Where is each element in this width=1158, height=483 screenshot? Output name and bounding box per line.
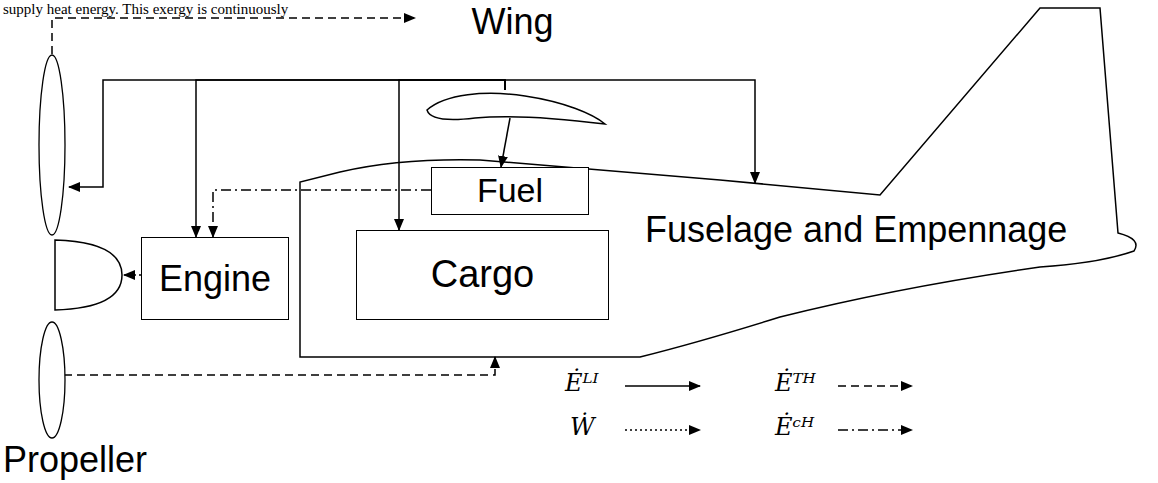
legend-dashdot-line bbox=[838, 429, 912, 431]
node-label: Fuselage and Empennage bbox=[645, 210, 1067, 250]
legend-symbol: Ėᵀᴴ bbox=[775, 370, 816, 396]
fuel-box: Fuel bbox=[431, 167, 589, 215]
legend-dotted-line bbox=[625, 429, 700, 431]
flow-arrow bbox=[52, 18, 415, 54]
legend-dashed-line bbox=[838, 385, 912, 387]
legend-symbol: Ẇ bbox=[570, 414, 595, 440]
node-label: Fuel bbox=[432, 172, 588, 209]
text-fragment: supply heat energy. This exergy is conti… bbox=[3, 1, 288, 18]
propeller-drawing: Propeller bbox=[0, 50, 130, 483]
legend-solid-line bbox=[625, 385, 700, 387]
fuselage-outline: Fuselage and EmpennageCargo bbox=[300, 5, 1140, 365]
node-label: Engine bbox=[142, 259, 288, 299]
cargo-box: Cargo bbox=[356, 230, 609, 320]
node-label: Cargo bbox=[357, 254, 608, 296]
engine-box: Engine bbox=[141, 237, 289, 320]
flow-arrow bbox=[64, 357, 495, 375]
propeller-drawing-shape bbox=[0, 50, 130, 483]
legend-symbol: Ėᴸᴵ bbox=[565, 370, 599, 396]
flow-arrow bbox=[501, 118, 510, 167]
wing-airfoil: Wing bbox=[415, 8, 610, 130]
legend-symbol: Ėᶜᴴ bbox=[775, 414, 814, 440]
flow-arrow bbox=[124, 274, 141, 276]
node-label: Propeller bbox=[3, 440, 147, 480]
node-label: Wing bbox=[415, 2, 610, 42]
